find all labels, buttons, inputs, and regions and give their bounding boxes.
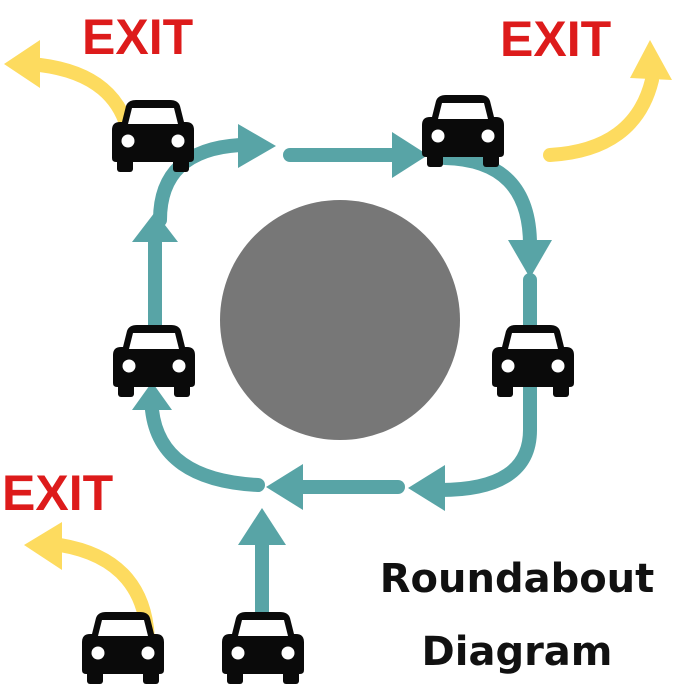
flow-arrow-top-right-curve (438, 151, 537, 252)
diagram-title-line2: Diagram (422, 629, 613, 675)
exit-label-top-right: EXIT (500, 11, 611, 67)
flow-arrow-right-curve (433, 273, 537, 497)
car-icon (422, 95, 504, 167)
flow-arrowhead-bottom-left (132, 382, 172, 410)
flow-arrowhead-left (132, 212, 178, 242)
exit-label-bottom-left: EXIT (2, 465, 113, 521)
car-icon (113, 325, 195, 397)
exit-arrow-top-right (543, 73, 659, 162)
exit-arrowheads (4, 40, 672, 570)
center-island (220, 200, 460, 440)
exit-label-top-left: EXIT (82, 9, 193, 65)
exit-arrowhead-top-right (630, 40, 672, 80)
exit-arrowhead-bottom-left (24, 522, 62, 570)
flow-arrowhead-bottom (266, 464, 303, 510)
flow-arrowhead-right (408, 465, 445, 511)
flow-arrowhead-top-right (508, 240, 552, 278)
diagram-title-line1: Roundabout (380, 556, 655, 602)
car-icon (222, 612, 304, 684)
exit-arrowhead-top-left (4, 40, 40, 88)
car-icon (492, 325, 574, 397)
flow-arrowhead-top-left (238, 124, 276, 168)
flow-arrow-bottom-left-curve (145, 403, 265, 492)
flow-arrowhead-top (392, 132, 428, 178)
flow-arrowhead-entry (238, 508, 286, 545)
flow-arrowheads (132, 124, 552, 545)
